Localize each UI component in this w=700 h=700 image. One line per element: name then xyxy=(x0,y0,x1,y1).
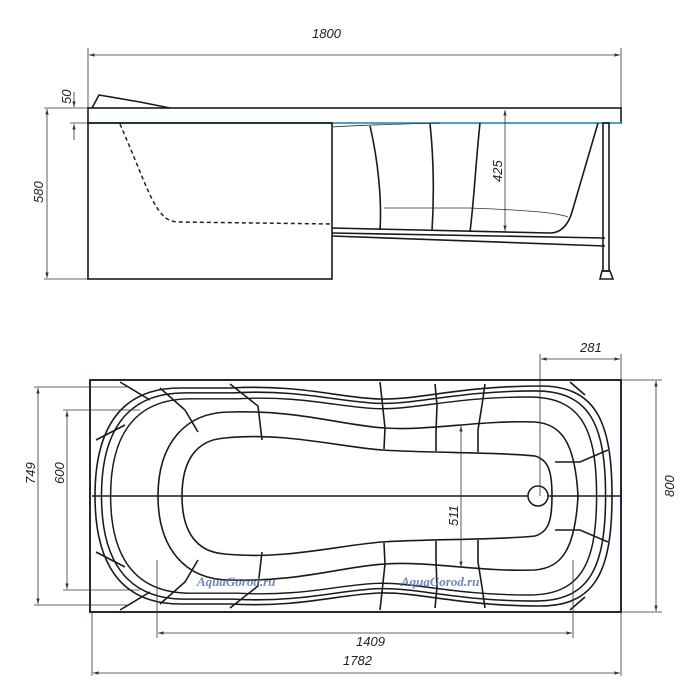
dim-label-600: 600 xyxy=(52,462,67,484)
basin-floor-contour xyxy=(181,435,553,557)
dim-depth-425: 425 xyxy=(490,110,507,231)
watermark: AquaGorod.ru xyxy=(196,574,275,589)
basin-wall-contour xyxy=(157,411,579,581)
support-frame xyxy=(331,122,615,280)
top-view: 281 749 600 511 800 xyxy=(23,340,677,676)
drain-hole xyxy=(527,485,549,507)
front-panel xyxy=(87,122,333,280)
watermark: AquaGorod.ru xyxy=(400,574,479,589)
rim-contour-outer xyxy=(94,385,613,607)
dim-rim-50: 50 xyxy=(44,89,90,140)
rim-contour-3 xyxy=(109,396,598,596)
rim-rib-lines xyxy=(95,381,609,611)
dim-label-580: 580 xyxy=(31,181,46,203)
tub-rim xyxy=(87,107,622,124)
dim-width-600: 600 xyxy=(52,409,140,591)
dim-label-1782: 1782 xyxy=(343,653,373,668)
dim-label-281: 281 xyxy=(579,340,602,355)
dim-label-800: 800 xyxy=(662,475,677,497)
tub-shell xyxy=(331,122,599,234)
dim-basin-511: 511 xyxy=(446,426,463,567)
dim-label-511: 511 xyxy=(446,505,461,526)
dim-width-749: 749 xyxy=(23,386,130,606)
dim-label-749: 749 xyxy=(23,462,38,484)
dim-drain-281: 281 xyxy=(539,340,622,496)
rim-contour-2 xyxy=(100,390,607,602)
headrest xyxy=(91,94,171,109)
hidden-tub-contour xyxy=(119,123,333,225)
dim-height-580: 580 xyxy=(31,109,88,280)
dim-label-1800: 1800 xyxy=(312,26,342,41)
dim-length-1409: 1409 xyxy=(156,560,574,649)
dim-width-800: 800 xyxy=(621,379,677,613)
dim-length-1800: 1800 xyxy=(87,26,622,108)
dim-label-1409: 1409 xyxy=(356,634,385,649)
side-view: 1800 50 580 xyxy=(31,26,622,280)
dim-label-50: 50 xyxy=(59,89,74,104)
dim-length-1782: 1782 xyxy=(91,612,622,676)
dim-label-425: 425 xyxy=(490,160,505,182)
